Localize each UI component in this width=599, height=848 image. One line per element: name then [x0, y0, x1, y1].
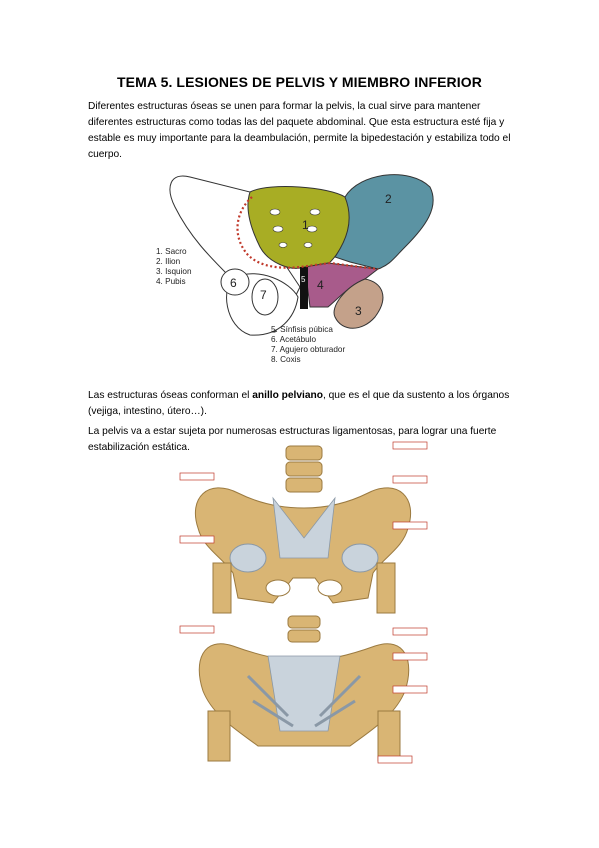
pelvic-ligaments-illustration: [178, 438, 430, 768]
num-7: 7: [260, 288, 267, 302]
anillo-paragraph: Las estructuras óseas conforman el anill…: [88, 388, 524, 420]
ligaments-paragraph: La pelvis va a estar sujeta por numerosa…: [88, 426, 497, 453]
legend-item: 1. Sacro: [156, 247, 187, 256]
num-1: 1: [302, 218, 309, 232]
anillo-text-after: , que es el que da sustento a los órgano…: [88, 390, 510, 417]
legend-item: 4. Pubis: [156, 277, 186, 286]
num-3: 3: [355, 304, 362, 318]
anillo-bold-term: anillo pelviano: [252, 390, 323, 401]
anterior-view: [194, 445, 412, 614]
legend-item: 6. Acetábulo: [271, 335, 317, 344]
legend-item: 2. Ilion: [156, 257, 181, 266]
num-4: 4: [317, 278, 324, 292]
legend-item: 7. Agujero obturador: [271, 345, 346, 354]
legend-item: 8. Coxis: [271, 355, 301, 364]
ligaments-svg: [179, 441, 428, 764]
legend-item: 3. Isquion: [156, 267, 192, 276]
ischium-shape: [333, 278, 384, 329]
pubic-symphysis-shape: [300, 267, 308, 309]
pelvis-bones-diagram: 1 2 3 4 5 6 7 1. Sacro 2. Ilion 3. Isqui…: [150, 167, 440, 372]
sacrum-shape: [247, 186, 350, 269]
legend-structures: 5. Sínfisis púbica 6. Acetábulo 7. Aguje…: [271, 325, 345, 365]
sacroiliac-dotted-line: [236, 196, 379, 271]
right-ilium-shape: [334, 174, 434, 270]
intro-paragraph: Diferentes estructuras óseas se unen par…: [88, 101, 511, 160]
page-title: TEMA 5. LESIONES DE PELVIS Y MIEMBRO INF…: [117, 74, 482, 90]
posterior-view: [198, 615, 410, 762]
legend-bones: 1. Sacro 2. Ilion 3. Isquion 4. Pubis: [156, 247, 192, 287]
num-5: 5: [301, 275, 306, 284]
num-2: 2: [385, 192, 392, 206]
obturator-foramen-shape: [251, 278, 279, 316]
acetabulum-shape: [220, 268, 250, 296]
legend-item: 5. Sínfisis púbica: [271, 325, 333, 334]
num-6: 6: [230, 276, 237, 290]
anillo-text-before: Las estructuras óseas conforman el: [88, 390, 253, 401]
pelvis-bones-svg: 1 2 3 4 5 6 7: [169, 174, 434, 336]
